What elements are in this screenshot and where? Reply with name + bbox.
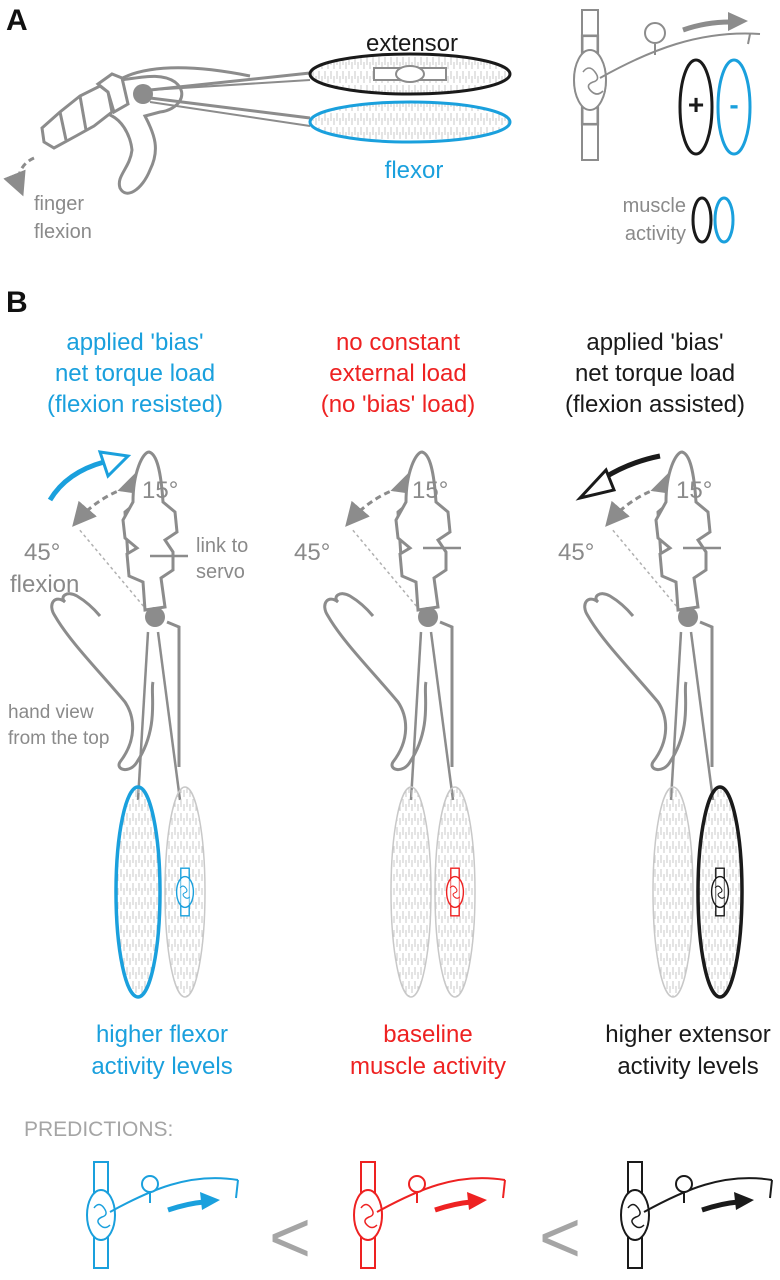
muscles-baseline <box>390 786 476 998</box>
panel-a-hand-illustration <box>3 66 311 197</box>
panel-a-letter: A <box>6 4 28 37</box>
angle-15-assisted: 15° <box>676 477 712 504</box>
heading-resisted: applied 'bias' net torque load (flexion … <box>47 329 223 418</box>
torque-arrowhead-assisted <box>575 467 617 501</box>
minus-oval <box>716 58 752 156</box>
heading-baseline-line1: no constant <box>336 329 460 356</box>
hand-diagram-assisted <box>583 450 721 801</box>
outcome-assisted-line1: higher extensor <box>605 1021 770 1048</box>
panel-b-letter: B <box>6 286 28 319</box>
outcome-assisted-line2: activity levels <box>617 1053 758 1080</box>
prediction-spindle-assisted <box>620 1161 773 1269</box>
flexor-muscle <box>308 100 512 144</box>
finger-flexion-label-line1: finger <box>34 193 84 215</box>
heading-assisted-line2: net torque load <box>575 360 735 387</box>
outcome-baseline-line1: baseline <box>383 1021 472 1048</box>
link-to-servo-line2: servo <box>196 561 245 583</box>
muscle-activity-label-line1: muscle <box>623 195 686 217</box>
panel-a-spindle-schematic <box>573 9 761 161</box>
flexor-label: flexor <box>385 157 444 184</box>
finger-flexion-label-line2: flexion <box>34 221 92 243</box>
heading-baseline-line3: (no 'bias' load) <box>321 391 476 418</box>
predictions-label: PREDICTIONS: <box>24 1118 173 1141</box>
hand-view-label-line1: hand view <box>8 702 94 723</box>
flexor-muscle-resisted <box>114 785 162 999</box>
muscles-assisted <box>652 785 744 999</box>
flexor-muscle-baseline <box>390 786 432 998</box>
less-than-symbol-1: < <box>269 1198 311 1278</box>
torque-arrow-assisted <box>602 453 661 481</box>
extensor-muscle <box>308 52 512 96</box>
heading-baseline: no constant external load (no 'bias' loa… <box>321 329 476 418</box>
angle-15-baseline: 15° <box>412 477 448 504</box>
flexion-label: flexion <box>10 571 79 598</box>
hand-diagram-baseline <box>323 450 461 801</box>
angle-45-resisted: 45° <box>24 539 60 566</box>
extensor-label: extensor <box>366 30 458 57</box>
heading-assisted-line1: applied 'bias' <box>586 329 723 356</box>
angle-45-assisted: 45° <box>558 539 594 566</box>
outcome-baseline-line2: muscle activity <box>350 1053 506 1080</box>
flexor-muscle-assisted <box>652 786 694 998</box>
angle-45-baseline: 45° <box>294 539 330 566</box>
muscles-resisted <box>114 785 206 999</box>
link-to-servo-line1: link to <box>196 535 248 557</box>
muscle-activity-label-line2: activity <box>625 223 686 245</box>
hand-view-label-line2: from the top <box>8 728 109 749</box>
legend-blue-oval <box>713 196 735 244</box>
heading-baseline-line2: external load <box>329 360 466 387</box>
minus-sign: - <box>729 89 738 120</box>
heading-resisted-line2: net torque load <box>55 360 215 387</box>
heading-assisted-line3: (flexion assisted) <box>565 391 745 418</box>
outcome-resisted-line2: activity levels <box>91 1053 232 1080</box>
heading-assisted: applied 'bias' net torque load (flexion … <box>565 329 745 418</box>
heading-resisted-line3: (flexion resisted) <box>47 391 223 418</box>
outcome-resisted-line1: higher flexor <box>96 1021 228 1048</box>
plus-oval <box>678 58 714 156</box>
plus-sign: + <box>688 89 704 120</box>
torque-arrowhead-resisted <box>97 450 132 479</box>
torque-arrow-resisted <box>47 459 105 502</box>
prediction-spindle-baseline <box>353 1161 506 1269</box>
angle-15-resisted: 15° <box>142 477 178 504</box>
heading-resisted-line1: applied 'bias' <box>66 329 203 356</box>
legend-black-oval <box>691 196 713 244</box>
hand-diagram-resisted <box>50 450 188 801</box>
prediction-spindle-resisted <box>86 1161 239 1269</box>
less-than-symbol-2: < <box>539 1198 581 1278</box>
